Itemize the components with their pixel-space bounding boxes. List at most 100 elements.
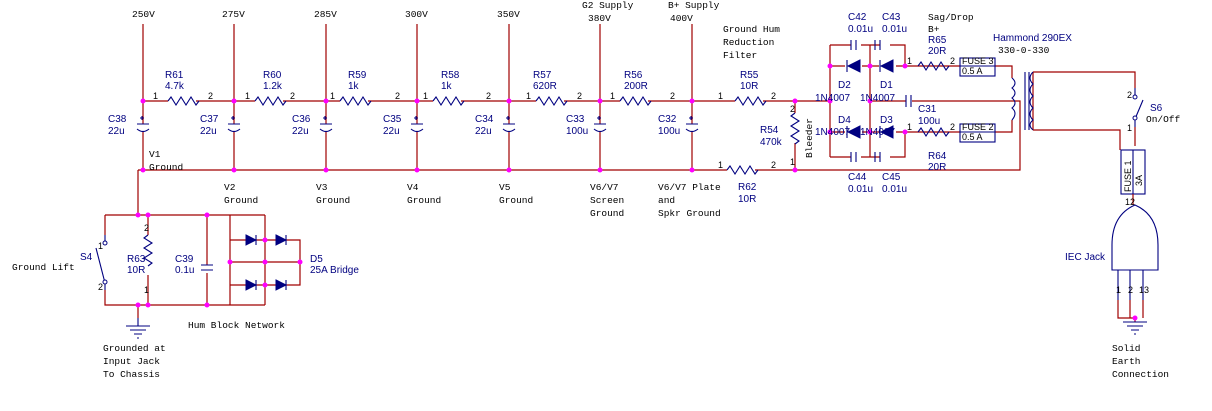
r57-val: 620R — [533, 81, 557, 92]
c36-val: 22u — [292, 126, 309, 137]
switches — [95, 88, 1144, 290]
d5-ref: D5 — [310, 254, 323, 265]
label-400v: 400V — [670, 13, 693, 24]
c36-ref: C36 — [292, 114, 311, 125]
node-spkr-ground: Spkr Ground — [658, 208, 721, 219]
c33-val: 100u — [566, 126, 588, 137]
pin-number: 2 — [486, 91, 491, 101]
label-285v: 285V — [314, 9, 337, 20]
d4-part: 1N4007 — [815, 127, 850, 138]
r60-ref: R60 — [263, 70, 282, 81]
d4-ref: D4 — [838, 115, 851, 126]
c39-val: 0.1u — [175, 265, 194, 276]
node-v4-ground: Ground — [407, 195, 441, 206]
s6-ref: S6 — [1150, 103, 1163, 114]
transformer-name: Hammond 290EX — [993, 33, 1072, 44]
pin-number: 1 — [790, 157, 795, 167]
pin-number: 1 — [144, 285, 149, 295]
iec-jack — [1111, 204, 1159, 300]
pin-number: 1 — [718, 160, 723, 170]
c45-ref: C45 — [882, 172, 901, 183]
solid-label: Solid — [1112, 343, 1141, 354]
ground-symbols — [126, 318, 1147, 339]
c33-ref: C33 — [566, 114, 585, 125]
fuse2-val: 0.5 A — [962, 132, 983, 142]
c37-ref: C37 — [200, 114, 219, 125]
r65-val: 20R — [928, 46, 946, 57]
r61-ref: R61 — [165, 70, 184, 81]
node-v6v7-plate: V6/V7 Plate — [658, 182, 721, 193]
c42-ref: C42 — [848, 12, 867, 23]
s4-ref: S4 — [80, 252, 93, 263]
node-v1-ground: Ground — [149, 162, 183, 173]
connection-label: Connection — [1112, 369, 1169, 380]
transformer — [1011, 71, 1034, 131]
labels: 250V 275V 285V 300V 350V G2 Supply 380V … — [12, 0, 1181, 380]
pin-number: 2 — [208, 91, 213, 101]
pin-number: 2 — [1127, 90, 1132, 100]
node-v2-ground: Ground — [224, 195, 258, 206]
r60-val: 1.2k — [263, 81, 283, 92]
label-bplus-supply: B+ Supply — [668, 0, 720, 11]
transformer-taps: 330-0-330 — [998, 45, 1050, 56]
c38-ref: C38 — [108, 114, 127, 125]
c44-val: 0.01u — [848, 184, 873, 195]
pin-number: 2 — [950, 56, 955, 66]
node-v4: V4 — [407, 182, 419, 193]
node-v2: V2 — [224, 182, 236, 193]
ground-lift-label: Ground Lift — [12, 262, 75, 273]
junction-dots — [135, 63, 1138, 321]
fuse1-val: 3A — [1134, 175, 1144, 186]
pin-number: 2 — [771, 91, 776, 101]
pin-number: 1 — [907, 56, 912, 66]
c32-ref: C32 — [658, 114, 677, 125]
node-v3: V3 — [316, 182, 328, 193]
c31-val: 100u — [918, 116, 940, 127]
bplus-label: B+ — [928, 24, 940, 35]
capacitors — [136, 40, 912, 271]
c38-val: 22u — [108, 126, 125, 137]
c34-ref: C34 — [475, 114, 494, 125]
r59-ref: R59 — [348, 70, 367, 81]
d5-val: 25A Bridge — [310, 265, 359, 276]
sag-drop-label: Sag/Drop — [928, 12, 974, 23]
node-v3-ground: Ground — [316, 195, 350, 206]
pin-number: 12 — [1125, 197, 1135, 207]
diodes — [245, 59, 894, 291]
c43-ref: C43 — [882, 12, 901, 23]
r58-val: 1k — [441, 81, 453, 92]
fuse3-ref: FUSE 3 — [962, 56, 994, 66]
pin-number: 1 — [98, 241, 103, 251]
d1-ref: D1 — [880, 80, 893, 91]
r54-ref: R54 — [760, 125, 779, 136]
pin-number: 2 — [577, 91, 582, 101]
pin-number: 2 — [144, 223, 149, 233]
pin-number: 1 — [526, 91, 531, 101]
c35-ref: C35 — [383, 114, 402, 125]
pin-number: 2 — [670, 91, 675, 101]
c44-ref: C44 — [848, 172, 867, 183]
pin-number: 1 — [245, 91, 250, 101]
s6-state: On/Off — [1146, 114, 1181, 125]
input-jack-label: Input Jack — [103, 356, 160, 367]
pin-number: 1 — [1127, 123, 1132, 133]
r63-ref: R63 — [127, 254, 146, 265]
pin-number: 1 — [718, 91, 723, 101]
r63-val: 10R — [127, 265, 145, 276]
fuse2-ref: FUSE 2 — [962, 122, 994, 132]
fuses — [959, 57, 1146, 205]
c45-val: 0.01u — [882, 184, 907, 195]
r64-ref: R64 — [928, 151, 947, 162]
pin-number: 2 — [950, 122, 955, 132]
hum-filter-line3: Filter — [723, 50, 757, 61]
grounded-at-label: Grounded at — [103, 343, 166, 354]
r62-ref: R62 — [738, 182, 757, 193]
c34-val: 22u — [475, 126, 492, 137]
earth-label: Earth — [1112, 356, 1141, 367]
label-300v: 300V — [405, 9, 428, 20]
c37-val: 22u — [200, 126, 217, 137]
node-v6v7-ground: Ground — [590, 208, 624, 219]
c35-val: 22u — [383, 126, 400, 137]
c31-ref: C31 — [918, 104, 937, 115]
